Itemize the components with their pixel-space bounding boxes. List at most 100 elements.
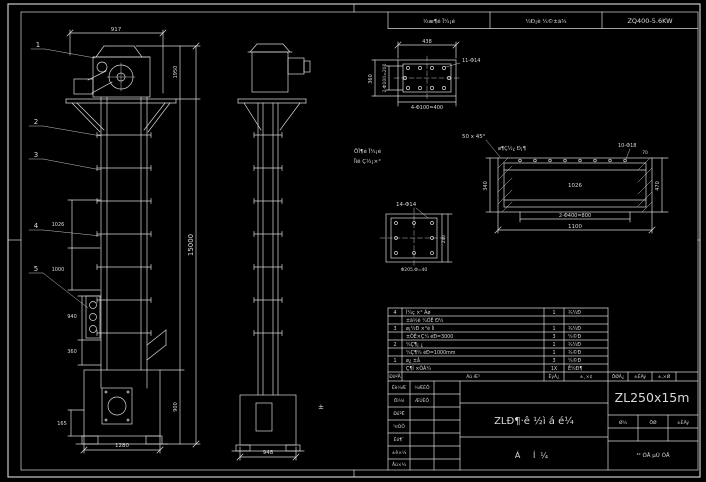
parts-header-extra: ±,×Ø: [658, 373, 671, 380]
dim-1950: 1950: [173, 66, 179, 79]
dim-1100: 1100: [568, 224, 582, 230]
parts-list-grid: [387, 307, 699, 471]
sig-label: ±ê×¼: [392, 449, 407, 456]
parts-header-no: ÐòºÅ: [389, 373, 401, 380]
part-note: ¾©Ð: [568, 349, 581, 356]
part-qty: 1X: [551, 366, 558, 372]
label-14-holes: 14-Φ14: [396, 202, 417, 208]
title-cell-c: ±ÈÀý: [677, 418, 689, 426]
side-view: 948: [231, 43, 311, 461]
dim-2x400: 2-Φ400=800: [559, 213, 591, 219]
part-name: ø¿ ±å: [406, 357, 420, 364]
note-line-1: ÖÏ¶é Ï¼¡é: [354, 148, 382, 155]
sig-date-label: ÆÚÈÕ: [415, 396, 430, 404]
drawing-model: ZL250x15m: [615, 390, 690, 405]
part-name: Í¼ç ×° Áø: [406, 309, 430, 316]
balloon-1: 1: [36, 41, 40, 49]
dim-70: 70: [642, 150, 648, 156]
part-qty: 3: [552, 358, 555, 364]
dim-1000: 1000: [52, 267, 65, 273]
part-note: ¼©Ð: [568, 333, 581, 340]
parts-header-note: ±¸×¢: [580, 374, 593, 380]
part-note: ¾¼Ð: [568, 310, 581, 316]
sig-date-label: ¼ÆÈÕ: [414, 383, 430, 391]
part-note: ¼©Ð: [568, 357, 581, 364]
sig-label: Ð£ºË: [393, 410, 404, 417]
detail-casing-geometry: [485, 148, 669, 234]
part-note: ¾¼Ð: [568, 326, 581, 332]
sheet-count: ¹² ÕÅ µÚ ÕÅ: [636, 452, 670, 459]
dim-360: 360: [67, 349, 77, 355]
part-no: 3: [393, 326, 396, 332]
dim-4x100: 4-Φ100=400: [411, 105, 443, 111]
casing-label: ø¶Ç½¿ Ð¡¶: [498, 145, 526, 152]
part-qty: 1: [552, 342, 555, 348]
part-qty: 3: [552, 334, 555, 340]
header-drive-label: ¼Ð¡è ¼©±ä¾: [525, 18, 567, 25]
dim-948: 948: [263, 450, 274, 456]
parts-header-qty: ÊýÁ¿: [549, 372, 561, 380]
note-line-2: Ïìê Ç½¡×°: [354, 158, 381, 165]
dim-flange-360: 360: [368, 74, 374, 84]
part-no: 1: [393, 358, 396, 364]
title-block-grid: [387, 380, 699, 471]
detail-plate-view: 14-Φ14 Φ205.Φ=40 240: [379, 202, 453, 273]
header-motor-model: ZQ400-5.6KW: [627, 17, 673, 25]
part-name: ±ä½ê ¼ÕÊ Ð¼: [406, 316, 444, 324]
header-strip: ½æ¶é Ï¼¡é ¼Ð¡è ¼©±ä¾ ZQ400-5.6KW: [387, 11, 699, 29]
balloon-leaders: [28, 48, 102, 309]
dim-438: 438: [422, 39, 432, 45]
detail-flange-geometry: [371, 41, 461, 107]
dim-casing-1026: 1026: [568, 183, 582, 189]
dim-940: 940: [67, 314, 77, 320]
dim-1280: 1280: [115, 443, 129, 449]
dim-2x100: 2-Φ100=200: [382, 63, 388, 92]
dim-1026: 1026: [52, 222, 65, 228]
label-11-holes: 11-Φ14: [462, 58, 480, 64]
section-mark: ±: [318, 403, 324, 411]
dim-plate-bottom: Φ205.Φ=40: [401, 267, 428, 273]
drawing-subtitle: Á Í¼: [515, 449, 553, 460]
dim-15000: 15000: [187, 234, 195, 256]
parts-header-name: Ãû Æ³: [466, 373, 480, 380]
part-note: Ê¼Ð¶: [568, 364, 582, 372]
balloon-4: 4: [34, 222, 39, 230]
parts-header-weight: ÖØÁ¿: [612, 373, 625, 380]
label-10-holes: 10-Φ18: [618, 143, 636, 149]
part-name: Ç¶Ì ×ÒÁ¼: [406, 365, 431, 372]
detail-casing-view: 10-Φ18 1026 2-Φ400=800 1100 470 70 340: [483, 143, 669, 234]
sig-label: Éè¼Æ: [392, 383, 407, 391]
dim-900: 900: [173, 402, 179, 412]
part-name: ±ÒÉ×Ç¼ éÐ=3000: [406, 332, 453, 340]
dim-240: 240: [441, 235, 447, 244]
dim-165: 165: [57, 421, 67, 427]
part-name: ø¡¼Ð ×°é Ìì: [406, 325, 434, 332]
sig-label: Åú×¼: [392, 461, 407, 468]
chamfer-note: 50 x 45°: [462, 134, 486, 140]
sig-label: Éó¶¨: [394, 435, 405, 443]
detail-flange-view: 438 360 2-Φ100=200 11-Φ14 4-Φ100=400: [368, 39, 480, 111]
dim-917: 917: [111, 27, 122, 33]
parts-header-scale: ±ÈÀý: [634, 372, 646, 380]
drawing-title: ZLÐ¶·ê ½ì á é¼: [494, 415, 574, 427]
side-view-geometry: [231, 43, 311, 461]
balloon-3: 3: [34, 151, 38, 159]
parts-list: 4 Í¼ç ×° Áø 1 ¾¼Ð ±ä½ê ¼ÕÊ Ð¼ 3 ø¡¼Ð ×°é…: [387, 307, 699, 471]
balloon-2: 2: [34, 118, 38, 126]
sheet-frame: [7, 3, 701, 478]
dim-470: 470: [655, 181, 661, 191]
notes: ÖÏ¶é Ï¼¡é Ïìê Ç½¡×° 50 x 45° ø¶Ç½¿ Ð¡¶: [354, 134, 526, 165]
detail-plate-geometry: [379, 207, 453, 269]
part-qty: 1: [552, 350, 555, 356]
sig-label: ¹¤ÒÕ: [393, 423, 405, 430]
balloon-5: 5: [34, 265, 38, 273]
front-view: 1 2 3 4 5 917 1026 1000 940 360 165 1950…: [28, 27, 201, 454]
part-name: ¼Ç¶¼ éÐ=1000mm: [406, 349, 456, 356]
part-note: ¾¼Ð: [568, 342, 581, 348]
title-block: Éè¼Æ Öì¼ì Ð£ºË ¹¤ÒÕ Éó¶¨ ±ê×¼ Åú×¼ ¼ÆÈÕ …: [387, 380, 699, 471]
part-qty: 1: [552, 310, 555, 316]
dim-340: 340: [483, 181, 489, 191]
sig-label: Öì¼ì: [394, 397, 404, 404]
part-name: ¼Ç¶¡ ¿: [406, 342, 423, 348]
